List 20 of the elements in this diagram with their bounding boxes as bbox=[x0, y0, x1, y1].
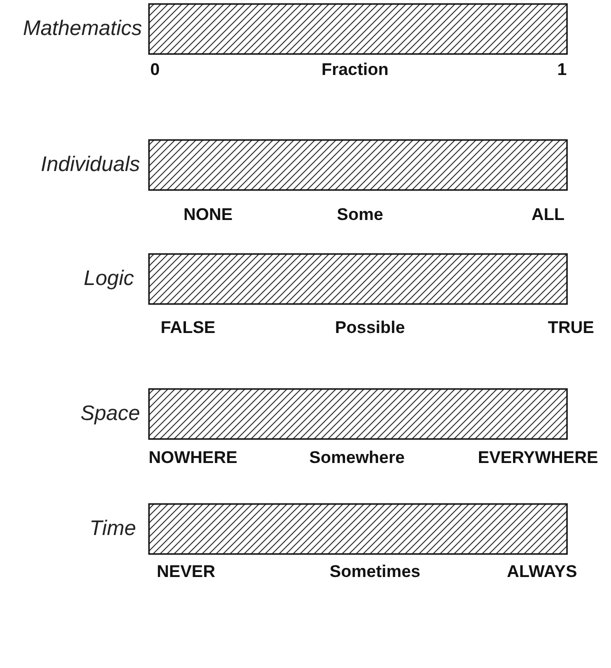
scale-label: NONE bbox=[183, 205, 233, 225]
category-label: Logic bbox=[84, 267, 134, 291]
scale-label: Possible bbox=[335, 318, 405, 338]
category-label: Individuals bbox=[40, 153, 140, 177]
scale-label: NOWHERE bbox=[148, 448, 238, 468]
scale-label: TRUE bbox=[548, 318, 594, 338]
scale-label: EVERYWHERE bbox=[478, 448, 598, 468]
scale-label: ALWAYS bbox=[506, 562, 578, 582]
scale-label: 1 bbox=[557, 60, 567, 80]
scale-label: Fraction bbox=[321, 60, 389, 80]
category-label: Mathematics bbox=[22, 17, 142, 41]
category-label: Time bbox=[90, 517, 136, 541]
scale-label: 0 bbox=[150, 60, 160, 80]
scale-label: Some bbox=[336, 205, 384, 225]
category-label: Space bbox=[80, 402, 140, 426]
scale-label: ALL bbox=[531, 205, 565, 225]
scale-label: NEVER bbox=[156, 562, 216, 582]
scale-label: Somewhere bbox=[309, 448, 405, 468]
scale-label: FALSE bbox=[160, 318, 216, 338]
scale-label: Sometimes bbox=[330, 562, 420, 582]
